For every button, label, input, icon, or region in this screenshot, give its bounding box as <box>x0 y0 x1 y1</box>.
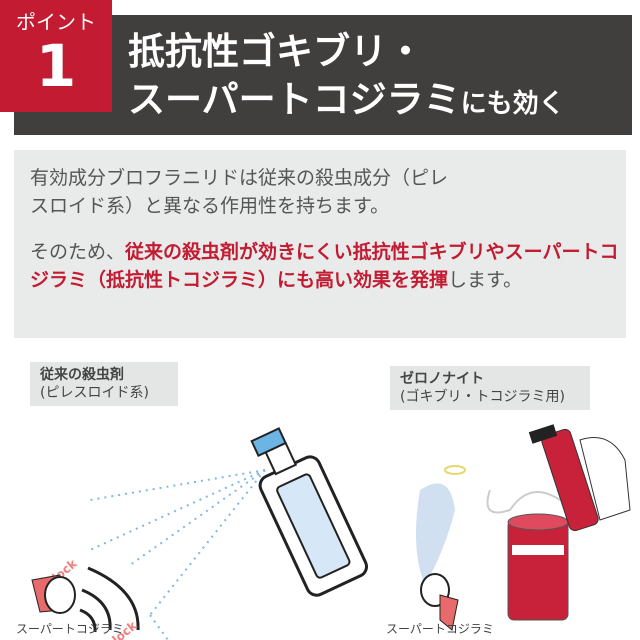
zeronoknight-label: ゼロノナイト (ゴキブリ・トコジラミ用) <box>390 366 590 410</box>
badge-number: 1 <box>35 32 77 100</box>
aerosol-hand-icon <box>528 424 631 532</box>
description-p2: そのため、従来の殺虫剤が効きにくい抵抗性ゴキブリやスーパートコジラミ（抵抗性トコ… <box>30 238 624 294</box>
spray-bottle-icon <box>250 427 368 597</box>
p2-suffix: します。 <box>448 269 523 291</box>
conventional-label: 従来の殺虫剤 (ピレスロイド系) <box>30 362 178 406</box>
title-line2-tail: にも効く <box>460 89 565 119</box>
p2-prefix: そのため、 <box>30 241 126 263</box>
title-line1: 抵抗性ゴキブリ・ <box>128 30 424 73</box>
bedbug-icon <box>31 574 76 614</box>
title-line2-main: スーパートコジラミ <box>128 78 461 121</box>
zeronoknight-title: ゼロノナイト <box>400 371 484 387</box>
conventional-subtitle: (ピレスロイド系) <box>40 385 149 401</box>
badge-label: ポイント <box>16 10 96 34</box>
smoke-icon <box>486 489 561 514</box>
right-caption: スーパートコジラミ <box>386 622 494 636</box>
spray-dots <box>89 469 266 640</box>
page-title: 抵抗性ゴキブリ・ スーパートコジラミにも効く <box>128 28 565 128</box>
left-caption: スーパートコジラミ <box>16 622 124 636</box>
illustration: block block <box>31 424 631 640</box>
title-banner <box>14 15 632 135</box>
zeronoknight-subtitle: (ゴキブリ・トコジラミ用) <box>400 389 565 405</box>
description-box: 有効成分ブロフラニリドは従来の殺虫成分（ピレスロイド系）と異なる作用性を持ちます… <box>14 150 626 338</box>
barrier-arcs-icon <box>79 566 140 633</box>
p2-highlight: 従来の殺虫剤が効きにくい抵抗性ゴキブリやスーパートコジラミ（抵抗性トコジラミ）に… <box>30 241 619 291</box>
point-badge: ポイント 1 <box>0 0 112 112</box>
ghost-icon <box>416 465 466 585</box>
product-can-icon <box>507 513 569 621</box>
description-p1: 有効成分ブロフラニリドは従来の殺虫成分（ピレスロイド系）と異なる作用性を持ちます… <box>30 167 449 217</box>
conventional-title: 従来の殺虫剤 <box>40 367 124 383</box>
dead-bedbug-icon <box>420 573 459 631</box>
